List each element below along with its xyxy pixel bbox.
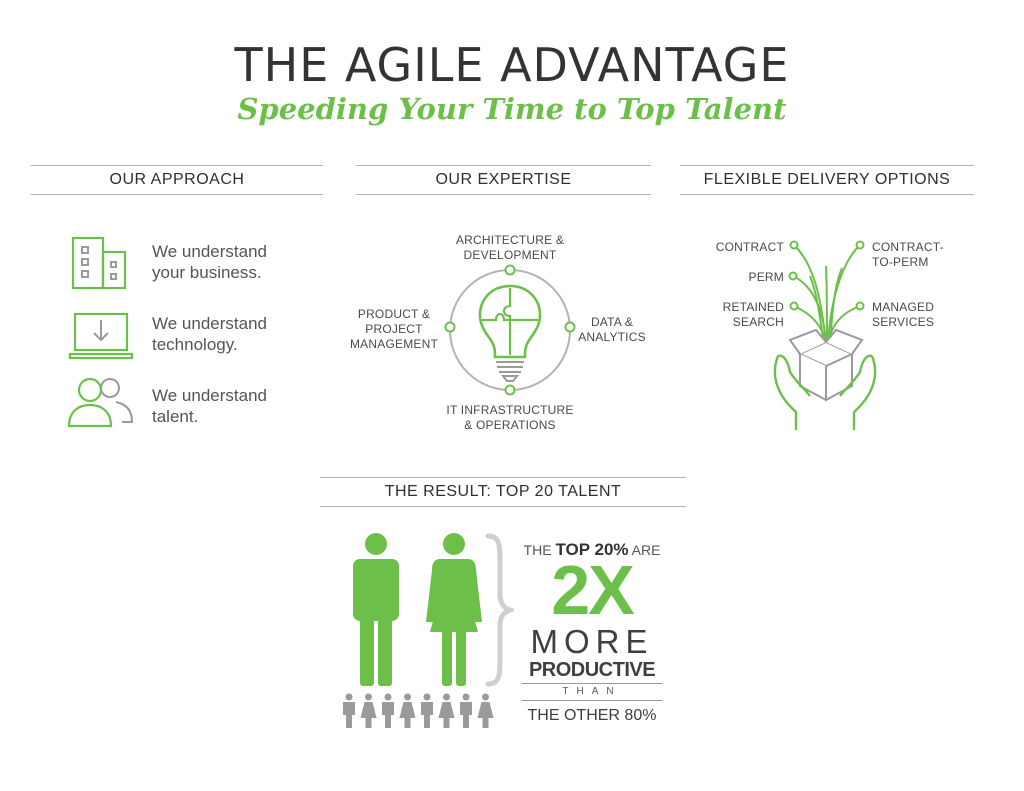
page-subtitle: Speeding Your Time to Top Talent (237, 92, 787, 126)
delivery-retained-label: RETAINED SEARCH (700, 300, 784, 330)
delivery-heading: FLEXIBLE DELIVERY OPTIONS (680, 165, 974, 195)
stat-post: ARE (631, 542, 661, 558)
approach-item-line: We understand (152, 242, 267, 261)
label-line: PRODUCT & (357, 307, 431, 321)
brace-icon (485, 533, 514, 687)
delivery-contract-label: CONTRACT (715, 240, 784, 254)
delivery-contract-to-perm-label: CONTRACT- TO-PERM (872, 240, 972, 270)
label-line: IT INFRASTRUCTURE (446, 403, 574, 417)
page-title: THE AGILE ADVANTAGE (234, 38, 790, 92)
small-figures-icon (343, 693, 494, 728)
label-line: MANAGEMENT (349, 337, 438, 351)
approach-item-talent: We understand talent. (152, 385, 267, 427)
label-line: & OPERATIONS (464, 418, 556, 432)
label-line: SERVICES (872, 315, 935, 329)
expertise-bottom-label: IT INFRASTRUCTURE & OPERATIONS (430, 403, 590, 433)
approach-item-business: We understand your business. (152, 241, 267, 283)
label-line: CONTRACT- (872, 240, 944, 254)
building-icon (71, 236, 127, 290)
label-line: DEVELOPMENT (463, 248, 557, 262)
stat-more: MORE (530, 623, 654, 660)
hands-box-sprouts-icon (773, 240, 877, 430)
expertise-top-label: ARCHITECTURE & DEVELOPMENT (440, 233, 580, 263)
approach-item-technology: We understand technology. (152, 313, 267, 355)
result-heading: THE RESULT: TOP 20 TALENT (320, 477, 686, 507)
approach-heading: OUR APPROACH (31, 165, 323, 195)
expertise-heading: OUR EXPERTISE (356, 165, 651, 195)
approach-item-line: your business. (152, 263, 262, 282)
stat-productive: PRODUCTIVE (528, 659, 656, 681)
people-icon (67, 377, 134, 428)
approach-item-line: technology. (152, 335, 238, 354)
delivery-perm-label: PERM (748, 270, 784, 284)
approach-item-line: We understand (152, 314, 267, 333)
approach-item-line: We understand (152, 386, 267, 405)
stat-than: THAN (522, 683, 662, 701)
expertise-left-label: PRODUCT & PROJECT MANAGEMENT (346, 307, 442, 352)
label-line: DATA & (590, 315, 634, 329)
result-stat: THE TOP 20% ARE 2X MORE PRODUCTIVE THAN … (522, 540, 662, 730)
stat-highlight: TOP 20% (555, 540, 629, 559)
people-figures-icon (353, 533, 482, 686)
label-line: TO-PERM (872, 255, 929, 269)
label-line: MANAGED (872, 300, 935, 314)
label-line: PROJECT (365, 322, 423, 336)
stat-pre: THE (523, 542, 552, 558)
expertise-right-label: DATA & ANALYTICS (574, 315, 650, 345)
label-line: RETAINED (722, 300, 784, 314)
lightbulb-puzzle-icon (444, 264, 576, 396)
stat-top-line: THE TOP 20% ARE (522, 540, 662, 560)
delivery-managed-label: MANAGED SERVICES (872, 300, 972, 330)
approach-item-line: talent. (152, 407, 199, 426)
stat-multiplier: 2X (551, 551, 635, 629)
label-line: ARCHITECTURE & (455, 233, 565, 247)
label-line: SEARCH (732, 315, 784, 329)
label-line: ANALYTICS (578, 330, 646, 344)
stat-other: THE OTHER 80% (527, 707, 657, 724)
laptop-download-icon (68, 312, 134, 360)
